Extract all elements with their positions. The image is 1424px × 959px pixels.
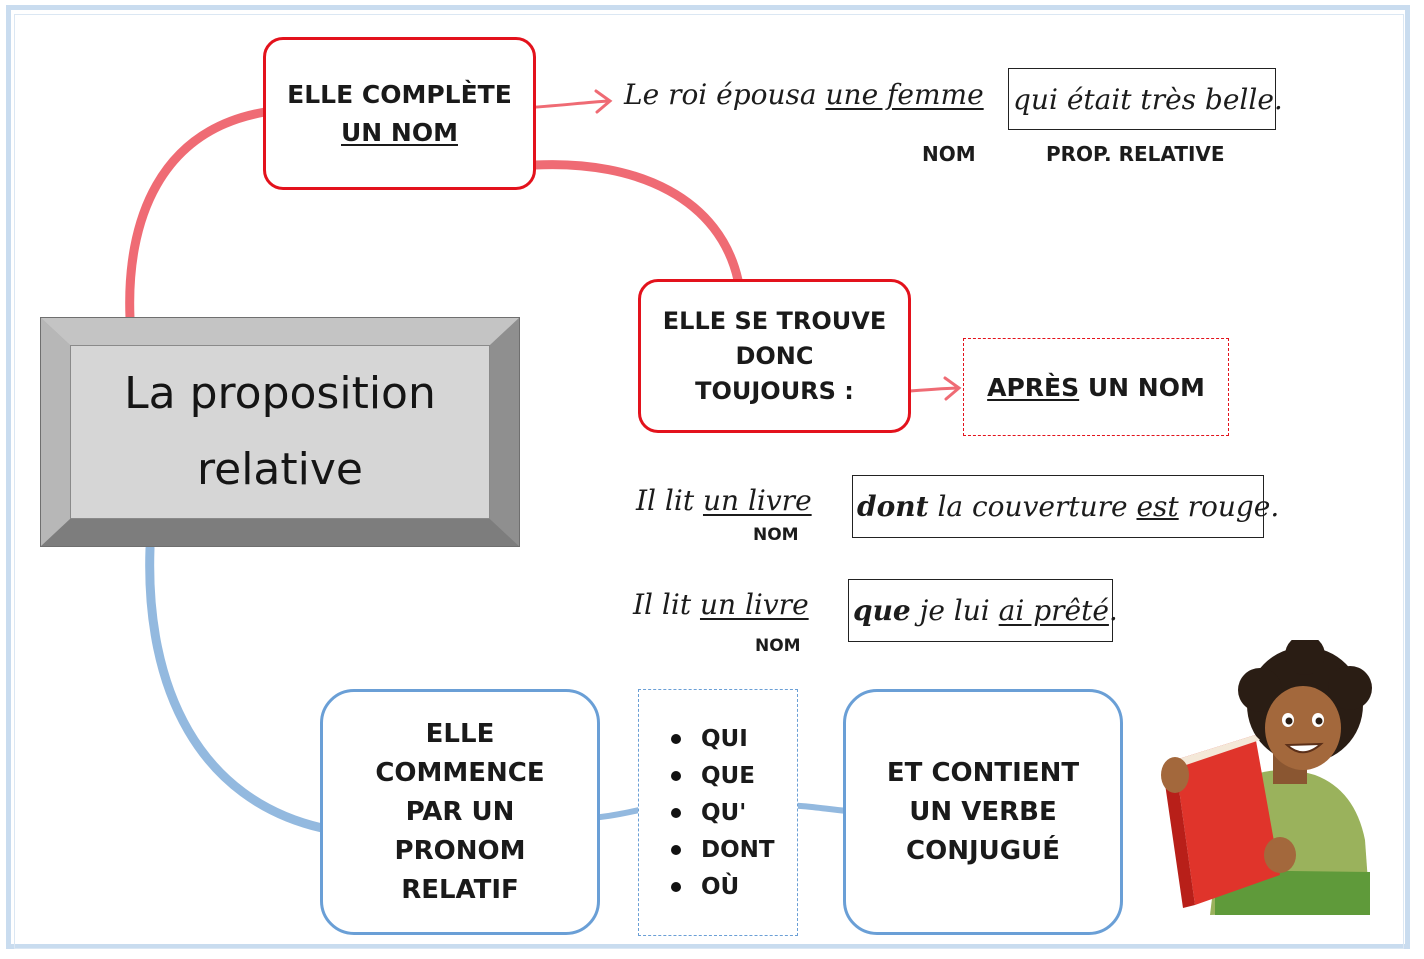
example-2-noun-tag: NOM	[753, 525, 799, 545]
pronoun-list: QUI QUE QU' DONT OÙ	[671, 720, 775, 905]
pronoun-item: QUE	[671, 757, 775, 794]
title-block: La proposition relative	[40, 317, 520, 547]
example-1-relative-box: qui était très belle.	[1008, 68, 1283, 130]
example-1-relative-tag: PROP. RELATIVE	[1046, 142, 1225, 166]
starts-with-line-1: ELLE	[425, 718, 495, 749]
position-line-1: ELLE SE TROUVE	[662, 306, 887, 335]
pronoun-list-box: QUI QUE QU' DONT OÙ	[638, 689, 798, 936]
example-3-noun-tag: NOM	[755, 636, 801, 656]
title-face: La proposition relative	[70, 345, 490, 519]
bullet-dot	[671, 807, 681, 818]
boy-reading-illustration	[1161, 640, 1372, 915]
pronoun-item: QUI	[671, 720, 775, 757]
page-frame-inner	[14, 14, 1404, 949]
bullet-dot	[671, 770, 681, 781]
example-3-relative-box: que je lui ai prêté.	[848, 579, 1118, 642]
bevel-frame	[40, 317, 520, 547]
pronoun-item: DONT	[671, 831, 775, 868]
example-2-middle: la couverture	[928, 490, 1137, 523]
example-3-noun: un livre	[699, 588, 809, 621]
example-3-verb: ai prêté	[998, 594, 1109, 627]
bullet-dot	[671, 881, 681, 892]
red-connector-middle	[530, 160, 743, 285]
example-1-noun-tag: NOM	[922, 142, 976, 166]
example-2-pronoun: dont	[857, 490, 929, 523]
example-1-sentence: Le roi épousa une femme	[624, 78, 984, 111]
position-box: ELLE SE TROUVE DONC TOUJOURS :	[638, 279, 911, 433]
complete-noun-box: ELLE COMPLÈTE UN NOM	[263, 37, 536, 190]
starts-with-line-2: COMMENCE	[375, 757, 545, 788]
after-noun-rest: UN NOM	[1079, 372, 1205, 402]
contains-verb-line-1: ET CONTIENT	[886, 757, 1080, 788]
pronoun-item: QU'	[671, 794, 775, 831]
example-3-pronoun: que	[853, 594, 911, 627]
example-2-relative-box: dont la couverture est rouge.	[852, 475, 1279, 538]
pronoun-item-label: QUE	[701, 762, 755, 789]
pronoun-item: OÙ	[671, 868, 775, 905]
position-line-2: DONC	[735, 341, 814, 370]
pronoun-item-label: QU'	[701, 799, 747, 826]
after-noun-box: APRÈS UN NOM	[963, 338, 1229, 436]
red-arrow-example-head	[594, 89, 613, 114]
example-2-sentence: Il lit un livre	[636, 484, 812, 517]
blue-connector-bottom	[145, 543, 327, 833]
example-1-noun: une femme	[825, 78, 984, 111]
title-line-1: La proposition	[124, 368, 436, 419]
bullet-dot	[671, 844, 681, 855]
example-2-noun: un livre	[702, 484, 812, 517]
pronoun-item-label: DONT	[701, 836, 775, 863]
example-1-before: Le roi épousa	[624, 78, 826, 111]
pronoun-item-label: OÙ	[701, 873, 740, 900]
complete-noun-line-1: ELLE COMPLÈTE	[287, 79, 512, 109]
contains-verb-line-3: CONJUGUÉ	[906, 835, 1060, 866]
example-2-before: Il lit	[636, 484, 703, 517]
bullet-dot	[671, 733, 681, 744]
example-3-sentence: Il lit un livre	[633, 588, 809, 621]
starts-with-box: ELLE COMMENCE PAR UN PRONOM RELATIF	[320, 689, 600, 935]
example-2-end: rouge.	[1178, 490, 1280, 523]
complete-noun-line-2: UN NOM	[341, 117, 458, 147]
starts-with-line-5: RELATIF	[401, 874, 519, 905]
contains-verb-box: ET CONTIENT UN VERBE CONJUGUÉ	[843, 689, 1123, 935]
red-connector-top	[125, 107, 270, 323]
red-arrow-apres-head	[943, 376, 962, 401]
position-line-3: TOUJOURS :	[695, 376, 854, 405]
example-3-end: .	[1108, 594, 1118, 627]
example-2-verb: est	[1136, 490, 1179, 523]
after-noun-apres: APRÈS	[987, 372, 1080, 402]
starts-with-line-3: PAR UN	[405, 796, 515, 827]
example-3-middle: je lui	[910, 594, 999, 627]
pronoun-item-label: QUI	[701, 725, 748, 752]
contains-verb-line-2: UN VERBE	[909, 796, 1057, 827]
example-3-before: Il lit	[633, 588, 700, 621]
title-line-2: relative	[197, 444, 363, 495]
page-frame	[6, 5, 1410, 949]
starts-with-line-4: PRONOM	[394, 835, 526, 866]
